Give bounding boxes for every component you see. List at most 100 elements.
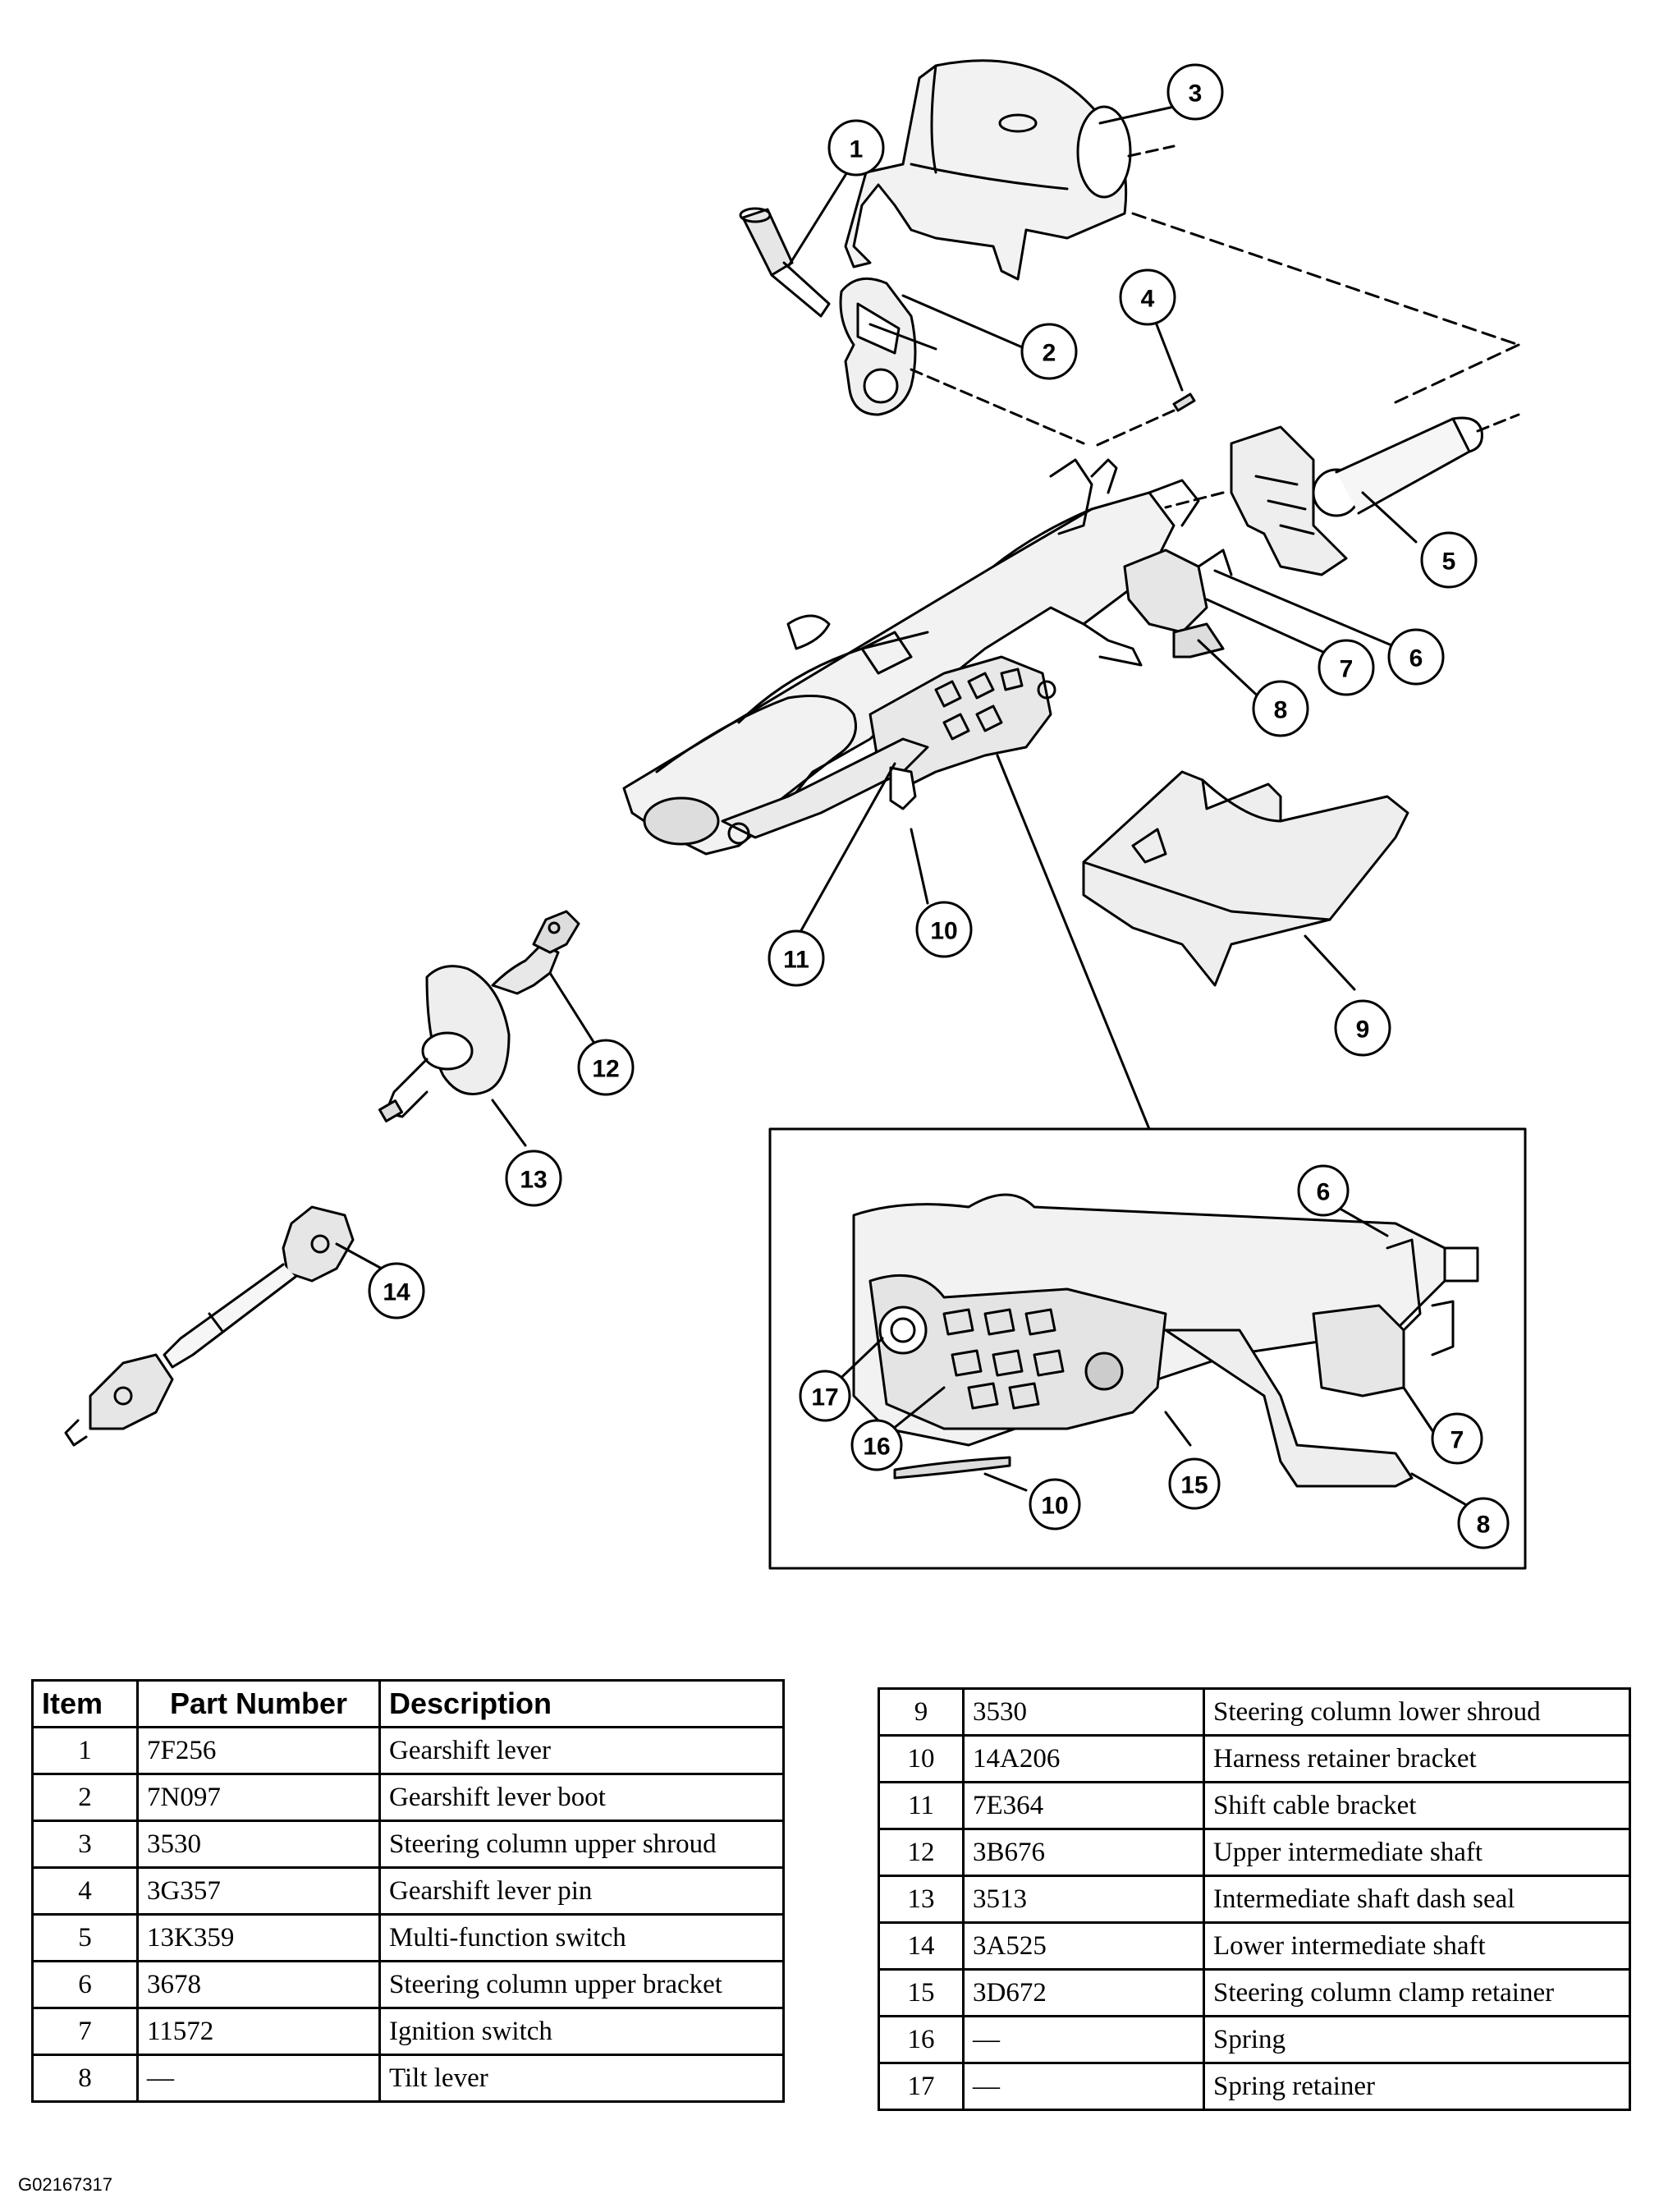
callout-2: 2 — [1043, 340, 1056, 367]
gearshift-pin-part — [1172, 392, 1196, 412]
description-cell: Steering column upper bracket — [378, 1960, 785, 2009]
inset-detail-drawing — [852, 1193, 1479, 1488]
item-cell: 13 — [878, 1875, 965, 1924]
table-row: 16—Spring — [878, 2015, 1631, 2064]
part-number-cell: 11572 — [136, 2007, 381, 2056]
header-item: Item — [31, 1679, 139, 1728]
inset-callout-10: 10 — [1041, 1493, 1068, 1520]
callout-9: 9 — [1356, 1017, 1370, 1044]
part-number-cell: — — [962, 2015, 1205, 2064]
callout-6: 6 — [1409, 645, 1423, 672]
description-cell: Spring retainer — [1203, 2062, 1631, 2111]
inset-callout-7: 7 — [1450, 1427, 1464, 1454]
leader-lines — [335, 105, 1471, 1508]
multi-function-switch-part — [1230, 413, 1520, 576]
dash-seal-part — [378, 965, 511, 1122]
part-number-cell: 14A206 — [962, 1734, 1205, 1783]
inset-callout-15: 15 — [1180, 1472, 1208, 1499]
figure-code: G02167317 — [18, 2174, 112, 2195]
description-cell: Harness retainer bracket — [1203, 1734, 1631, 1783]
header-description: Description — [378, 1679, 785, 1728]
item-cell: 2 — [31, 1773, 139, 1822]
callout-14: 14 — [383, 1279, 410, 1306]
item-cell: 14 — [878, 1921, 965, 1971]
table-row: 8—Tilt lever — [31, 2054, 785, 2103]
description-cell: Tilt lever — [378, 2054, 785, 2103]
part-number-cell: 7F256 — [136, 1726, 381, 1775]
description-cell: Steering column upper shroud — [378, 1820, 785, 1869]
item-cell: 16 — [878, 2015, 965, 2064]
part-number-cell: 3A525 — [962, 1921, 1205, 1971]
part-number-cell: 3530 — [962, 1687, 1205, 1737]
part-number-cell: — — [136, 2054, 381, 2103]
part-number-cell: 3G357 — [136, 1866, 381, 1916]
table-row: 17—Spring retainer — [878, 2062, 1631, 2111]
detail-inset-box — [768, 1127, 1527, 1570]
inset-callout-6: 6 — [1317, 1179, 1331, 1206]
callout-5: 5 — [1442, 548, 1456, 576]
callout-7: 7 — [1340, 656, 1354, 683]
inset-callout-8: 8 — [1477, 1512, 1491, 1539]
description-cell: Steering column clamp retainer — [1203, 1968, 1631, 2017]
callout-8: 8 — [1274, 697, 1288, 724]
callout-1: 1 — [850, 136, 864, 163]
description-cell: Gearshift lever boot — [378, 1773, 785, 1822]
callout-4: 4 — [1141, 286, 1155, 313]
upper-shroud-part — [844, 59, 1132, 281]
part-number-cell: 13K359 — [136, 1913, 381, 1962]
part-number-cell: — — [962, 2062, 1205, 2111]
description-cell: Shift cable bracket — [1203, 1781, 1631, 1830]
callout-10: 10 — [930, 918, 957, 945]
header-part-number: Part Number — [136, 1679, 381, 1728]
description-cell: Lower intermediate shaft — [1203, 1921, 1631, 1971]
part-number-cell: 3513 — [962, 1875, 1205, 1924]
description-cell: Gearshift lever pin — [378, 1866, 785, 1916]
description-cell: Steering column lower shroud — [1203, 1687, 1631, 1737]
description-cell: Ignition switch — [378, 2007, 785, 2056]
table-header-row: Item Part Number Description — [31, 1679, 785, 1728]
callout-12: 12 — [592, 1056, 619, 1083]
gearshift-boot-part — [839, 277, 937, 416]
callout-13: 13 — [520, 1167, 547, 1194]
callout-circles — [368, 63, 1510, 1549]
inset-callout-17: 17 — [811, 1384, 838, 1411]
part-number-cell: 7E364 — [962, 1781, 1205, 1830]
item-cell: 1 — [31, 1726, 139, 1775]
part-number-cell: 3678 — [136, 1960, 381, 2009]
item-cell: 4 — [31, 1866, 139, 1916]
description-cell: Intermediate shaft dash seal — [1203, 1875, 1631, 1924]
lower-shroud-part — [1082, 770, 1409, 987]
upper-intermediate-shaft-part — [491, 910, 580, 995]
inset-callout-16: 16 — [863, 1434, 890, 1461]
part-number-cell: 3530 — [136, 1820, 381, 1869]
item-cell: 12 — [878, 1828, 965, 1877]
exploded-view-diagram: 1 2 3 4 5 6 7 8 9 10 11 12 13 14 6 7 8 1… — [64, 59, 1527, 1570]
steering-column-part — [622, 458, 1233, 856]
item-cell: 11 — [878, 1781, 965, 1830]
item-cell: 9 — [878, 1687, 965, 1737]
callout-3: 3 — [1189, 80, 1203, 108]
item-cell: 10 — [878, 1734, 965, 1783]
item-cell: 6 — [31, 1960, 139, 2009]
item-cell: 3 — [31, 1820, 139, 1869]
item-cell: 15 — [878, 1968, 965, 2017]
part-number-cell: 7N097 — [136, 1773, 381, 1822]
item-cell: 8 — [31, 2054, 139, 2103]
item-cell: 5 — [31, 1913, 139, 1962]
lower-intermediate-shaft-part — [64, 1205, 355, 1447]
description-cell: Multi-function switch — [378, 1913, 785, 1962]
